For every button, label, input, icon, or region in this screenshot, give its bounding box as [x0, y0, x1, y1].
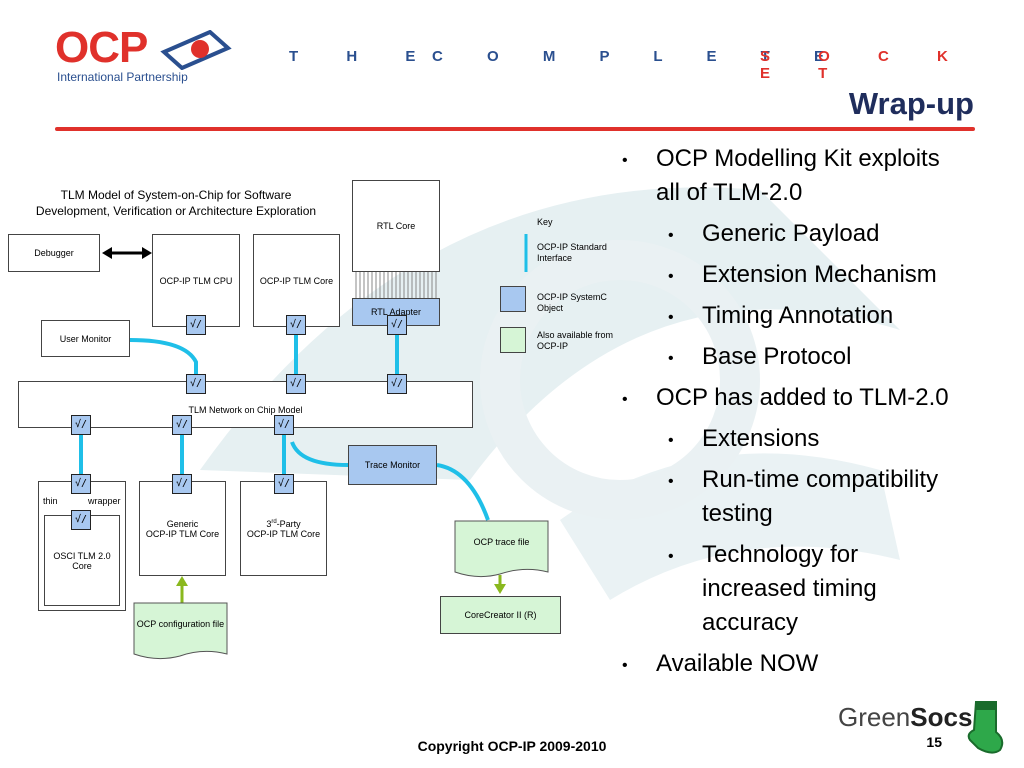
bullet-text: accuracy — [702, 609, 799, 636]
bullet-glyph: • — [668, 473, 674, 490]
trace-monitor-box: Trace Monitor — [348, 445, 437, 485]
ocp-port-icon: √/ — [186, 315, 206, 335]
bullet-list: • OCP Modelling Kit exploits all of TLM-2.… — [620, 144, 1010, 679]
sub-bullet-item: accuracy — [620, 608, 1010, 638]
bullet-glyph: • — [668, 350, 674, 367]
ocp-port-icon: √/ — [274, 415, 294, 435]
ocp-port-icon: √/ — [286, 315, 306, 335]
bullet-text: testing — [702, 500, 773, 527]
tagline-socket: S O C K E T — [760, 48, 970, 82]
ocp-port-icon: √/ — [71, 510, 91, 530]
diagram-caption: TLM Model of System-on-Chip for Software… — [35, 188, 317, 218]
bullet-item: • OCP has added to TLM-2.0 — [620, 383, 1010, 413]
key-available-swatch — [500, 327, 526, 353]
bullet-item: • Available NOW — [620, 649, 1010, 679]
sub-bullet-item: testing — [620, 499, 1010, 529]
ocp-logo-mark-icon — [160, 30, 232, 70]
bullet-glyph: • — [668, 309, 674, 326]
wrapper-label: wrapper — [88, 496, 121, 506]
third-party-core-box: 3rd-Party OCP-IP TLM Core — [240, 481, 327, 576]
key-title: Key — [537, 217, 553, 227]
thin-label: thin — [43, 496, 58, 506]
ocp-port-icon: √/ — [71, 474, 91, 494]
tagline-complete: C O M P L E T E — [432, 48, 844, 65]
bullet-text: Base Protocol — [702, 343, 852, 370]
sub-bullet-item: • Base Protocol — [620, 342, 1010, 372]
bullet-glyph: • — [622, 152, 628, 169]
ocp-port-icon: √/ — [172, 415, 192, 435]
bullet-glyph: • — [622, 657, 628, 674]
sub-bullet-item: • Extensions — [620, 424, 1010, 454]
ocp-logo-subtitle: International Partnership — [57, 70, 188, 84]
corecreator-box: CoreCreator II (R) — [440, 596, 561, 634]
tlm-cpu-box: OCP-IP TLM CPU — [152, 234, 240, 327]
debugger-box: Debugger — [8, 234, 100, 272]
bullet-glyph: • — [668, 268, 674, 285]
bullet-glyph: • — [668, 432, 674, 449]
ocp-logo: OCP — [55, 23, 148, 72]
ocp-port-icon: √/ — [387, 315, 407, 335]
page-number: 15 — [926, 734, 942, 750]
title-rule — [55, 127, 975, 131]
bullet-text: Technology for — [702, 541, 859, 568]
sub-bullet-item: • Generic Payload — [620, 219, 1010, 249]
rtl-adapter-box: RTL Adapter — [352, 298, 440, 326]
key-systemc-swatch — [500, 286, 526, 312]
copyright: Copyright OCP-IP 2009-2010 — [417, 738, 607, 754]
bullet-text: Extension Mechanism — [702, 261, 937, 288]
bullet-text: increased timing — [702, 575, 877, 602]
ocp-port-icon: √/ — [387, 374, 407, 394]
config-file-doc: OCP configuration file — [136, 619, 225, 629]
ocp-port-icon: √/ — [172, 474, 192, 494]
bullet-glyph: • — [622, 391, 628, 408]
bullet-glyph: • — [668, 227, 674, 244]
slide-title: Wrap-up — [848, 86, 974, 121]
bullet-glyph: • — [668, 548, 674, 565]
ocp-port-icon: √/ — [274, 474, 294, 494]
sub-bullet-item: • Run-time compatibility — [620, 465, 1010, 495]
greensocs-logo: GreenSocs — [838, 702, 973, 732]
ocp-port-icon: √/ — [71, 415, 91, 435]
trace-file-doc: OCP trace file — [473, 537, 530, 547]
sub-bullet-item: increased timing — [620, 574, 1010, 604]
sub-bullet-item: • Timing Annotation — [620, 301, 1010, 331]
bullet-item: all of TLM-2.0 — [620, 178, 1010, 208]
rtl-core-box: RTL Core — [352, 180, 440, 272]
ocp-port-icon: √/ — [286, 374, 306, 394]
ocp-port-icon: √/ — [186, 374, 206, 394]
sock-logo-icon — [967, 701, 1004, 754]
sub-bullet-item: • Extension Mechanism — [620, 260, 1010, 290]
bullet-text: OCP Modelling Kit exploits — [656, 145, 940, 172]
bullet-text: all of TLM-2.0 — [656, 179, 803, 206]
bullet-text: Run-time compatibility — [702, 466, 939, 493]
bullet-text: Extensions — [702, 425, 820, 452]
bullet-text: Timing Annotation — [702, 302, 894, 329]
bullet-text: Available NOW — [656, 650, 819, 677]
user-monitor-box: User Monitor — [41, 320, 130, 357]
tlm-core-box: OCP-IP TLM Core — [253, 234, 340, 327]
sub-bullet-item: • Technology for — [620, 540, 1010, 570]
bullet-text: Generic Payload — [702, 220, 880, 247]
bullet-item: • OCP Modelling Kit exploits — [620, 144, 1010, 174]
bullet-text: OCP has added to TLM-2.0 — [656, 384, 949, 411]
tagline-the: T H E — [289, 48, 438, 65]
